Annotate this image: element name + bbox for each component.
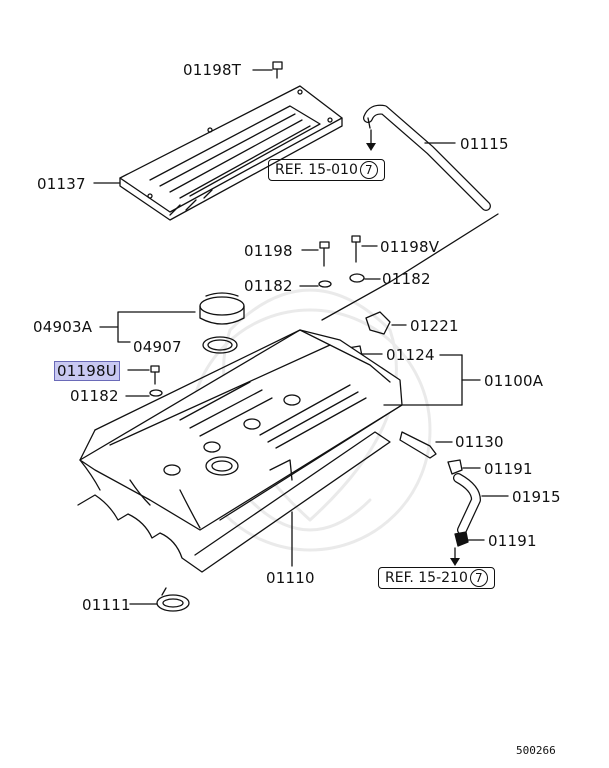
label-01221[interactable]: 01221 (410, 317, 459, 335)
label-01182-c[interactable]: 01182 (70, 387, 119, 405)
label-01115[interactable]: 01115 (460, 135, 509, 153)
grommet-01221 (365, 311, 391, 335)
label-01111[interactable]: 01111 (82, 596, 131, 614)
label-01191-a[interactable]: 01191 (484, 460, 533, 478)
bolt-01198 (301, 241, 330, 267)
seal-01111 (129, 587, 190, 612)
label-01915[interactable]: 01915 (512, 488, 561, 506)
label-04907[interactable]: 04907 (133, 338, 182, 356)
pcv-valve-01130 (399, 431, 453, 459)
label-01137[interactable]: 01137 (37, 175, 86, 193)
label-01191-b[interactable]: 01191 (488, 532, 537, 550)
gasket-04907 (202, 336, 238, 354)
reference-circle-number: 7 (469, 569, 488, 587)
ref1-arrow (366, 129, 376, 151)
valve-cover-01100a (79, 329, 481, 531)
gasket-01110 (77, 431, 391, 573)
label-04903a[interactable]: 04903A (33, 318, 93, 336)
bolt-01198u (150, 365, 160, 373)
top-cover-01137 (93, 85, 343, 221)
bolt-01198v (351, 235, 378, 263)
diagram-code: 500266 (516, 744, 556, 757)
oil-cap-04903a (199, 292, 245, 325)
reference-text: REF. 15-010 (275, 162, 358, 178)
hose-01115 (363, 104, 491, 211)
washer-01182-c (149, 389, 163, 397)
label-01182-a[interactable]: 01182 (244, 277, 293, 295)
reference-text: REF. 15-210 (385, 570, 468, 586)
label-01100a[interactable]: 01100A (484, 372, 544, 390)
guide-line-hose (389, 213, 499, 283)
label-01182-b[interactable]: 01182 (382, 270, 431, 288)
washer-01182-a (318, 280, 332, 288)
clamp-01191-b (454, 531, 469, 547)
ref2-arrow (450, 547, 460, 566)
reference-circle-number: 7 (359, 161, 378, 179)
bolt-01198t (252, 61, 283, 79)
label-01124[interactable]: 01124 (386, 346, 435, 364)
clamp-01191-a (447, 459, 463, 475)
label-01110[interactable]: 01110 (266, 569, 315, 587)
label-01130[interactable]: 01130 (455, 433, 504, 451)
label-01198[interactable]: 01198 (244, 242, 293, 260)
label-01198t[interactable]: 01198T (183, 61, 242, 79)
label-01198v[interactable]: 01198V (380, 238, 440, 256)
washer-01182-b (349, 273, 365, 283)
label-01198u-highlighted[interactable]: 01198U (54, 361, 120, 381)
